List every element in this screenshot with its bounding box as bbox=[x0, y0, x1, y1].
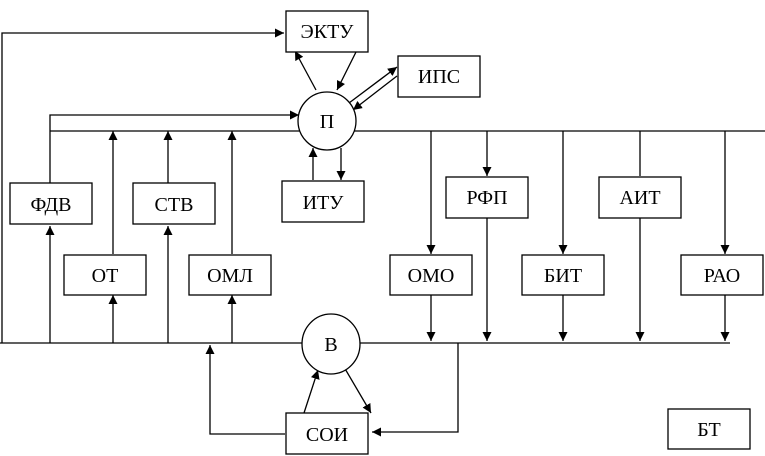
node-ektu-label: ЭКТУ bbox=[301, 21, 355, 43]
node-oml: ОМЛ bbox=[188, 254, 272, 296]
node-itu: ИТУ bbox=[281, 180, 365, 223]
node-ait: АИТ bbox=[598, 176, 682, 219]
v-to-soi-arrow bbox=[343, 366, 372, 414]
connectors bbox=[0, 28, 765, 437]
node-soi-label: СОИ bbox=[306, 424, 348, 446]
node-ot: ОТ bbox=[63, 254, 147, 296]
soi-to-v-arrow bbox=[303, 369, 320, 414]
node-rfp: РФП bbox=[445, 176, 529, 219]
node-v-label: В bbox=[324, 334, 337, 356]
node-bt-label: БТ bbox=[697, 419, 720, 441]
node-ips-label: ИПС bbox=[418, 66, 460, 88]
soi-to-bus-line bbox=[205, 345, 285, 435]
node-itu-label: ИТУ bbox=[303, 192, 345, 214]
node-fdv: ФДВ bbox=[9, 182, 93, 225]
bus-to-soi-line bbox=[372, 343, 459, 437]
ektu-feed-line bbox=[1, 28, 284, 343]
node-omo-label: ОМО bbox=[408, 265, 455, 287]
node-omo: ОМО bbox=[389, 254, 473, 296]
node-bt: БТ bbox=[667, 408, 751, 450]
node-oml-label: ОМЛ bbox=[207, 265, 253, 287]
p-to-ips-arrow bbox=[348, 66, 398, 104]
node-rao: РАО bbox=[680, 254, 764, 296]
node-ips: ИПС bbox=[397, 55, 481, 98]
ips-to-p-arrow bbox=[352, 75, 398, 111]
node-p: П bbox=[297, 91, 357, 151]
ektu-to-p-arrow bbox=[336, 51, 357, 91]
node-ektu: ЭКТУ bbox=[285, 10, 369, 53]
node-v: В bbox=[301, 313, 361, 375]
fdv-to-p-line bbox=[49, 110, 299, 183]
node-soi: СОИ bbox=[285, 412, 369, 455]
node-bit: БИТ bbox=[521, 254, 605, 296]
node-ot-label: ОТ bbox=[92, 265, 119, 287]
node-p-label: П bbox=[320, 111, 334, 133]
node-rfp-label: РФП bbox=[466, 187, 507, 209]
node-fdv-label: ФДВ bbox=[30, 194, 71, 216]
node-stv: СТВ bbox=[132, 182, 216, 225]
node-bit-label: БИТ bbox=[544, 265, 582, 287]
node-stv-label: СТВ bbox=[155, 194, 194, 216]
node-ait-label: АИТ bbox=[619, 187, 660, 209]
node-rao-label: РАО bbox=[704, 265, 740, 287]
nodes: ЭКТУ ИПС П ФДВ СТВ ИТУ РФП bbox=[9, 10, 764, 455]
p-to-ektu-arrow bbox=[294, 50, 317, 91]
